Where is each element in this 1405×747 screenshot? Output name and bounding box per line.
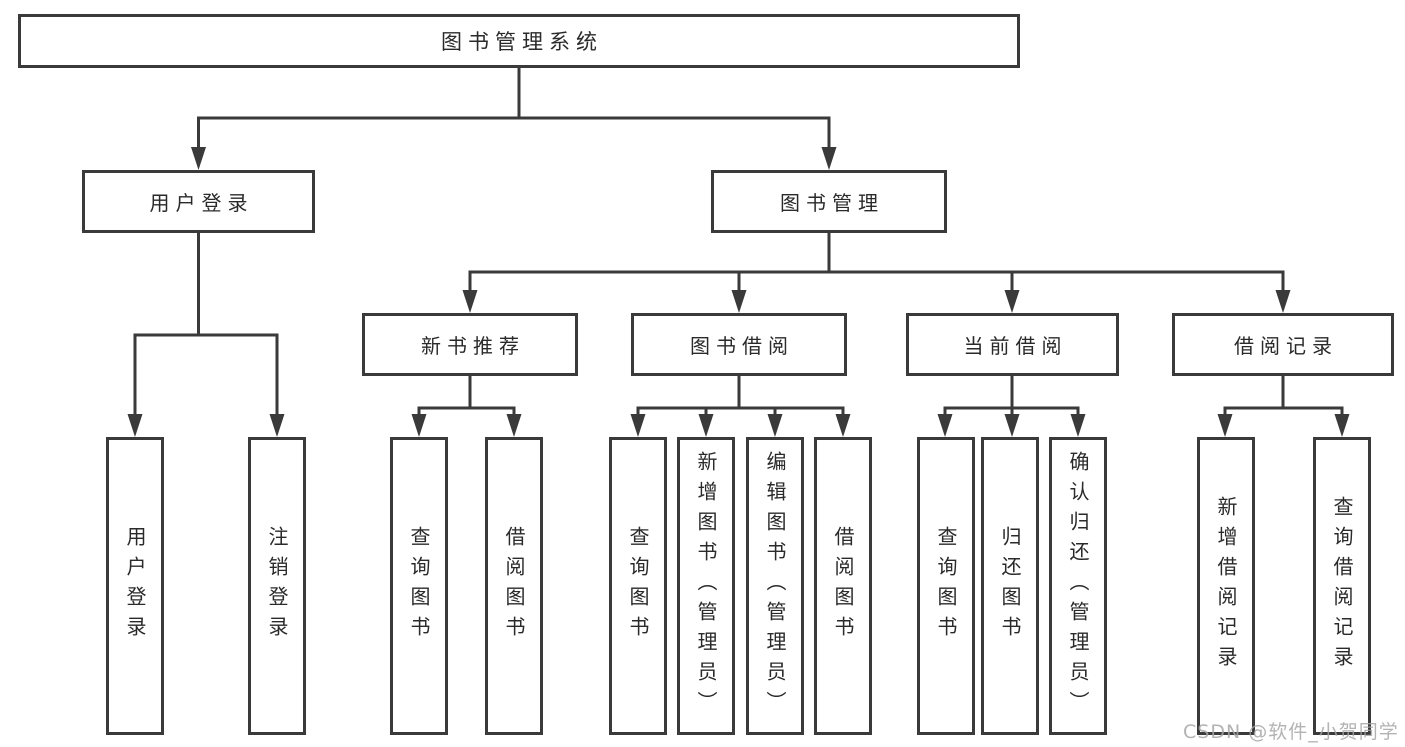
leaf-user-login: 用户登录	[106, 437, 164, 735]
leaf-bb-borrow-books: 借阅图书	[814, 437, 872, 735]
leaf-bb-edit-books-admin-label: 编辑图书（管理员）	[763, 451, 787, 721]
leaf-nbr-query-books: 查询图书	[390, 437, 448, 735]
node-current-borrowing: 当前借阅	[906, 313, 1119, 376]
leaf-nbr-borrow-books-label: 借阅图书	[502, 526, 526, 646]
leaf-logout-label: 注销登录	[265, 526, 289, 646]
leaf-bb-add-books-admin-label: 新增图书（管理员）	[694, 451, 718, 721]
node-current-borrowing-label: 当前借阅	[963, 334, 1068, 358]
node-root-label: 图书管理系统	[441, 30, 603, 54]
leaf-cb-return-books-label: 归还图书	[998, 526, 1022, 646]
node-borrowing-records-label: 借阅记录	[1234, 334, 1338, 358]
node-borrowing-records: 借阅记录	[1172, 313, 1394, 376]
leaf-cb-query-books: 查询图书	[917, 437, 975, 735]
leaf-br-query-record: 查询借阅记录	[1313, 437, 1371, 735]
leaf-cb-confirm-return-admin-label: 确认归还（管理员）	[1066, 451, 1090, 721]
leaf-user-login-label: 用户登录	[123, 526, 147, 646]
leaf-bb-query-books-label: 查询图书	[626, 526, 650, 646]
leaf-logout: 注销登录	[248, 437, 306, 735]
node-book-borrowing: 图书借阅	[631, 313, 847, 376]
node-new-book-recommendation-label: 新书推荐	[421, 334, 525, 358]
leaf-bb-borrow-books-label: 借阅图书	[831, 526, 855, 646]
node-book-management-label: 图书管理	[780, 191, 884, 215]
leaf-cb-confirm-return-admin: 确认归还（管理员）	[1049, 437, 1107, 735]
node-user-login: 用户登录	[82, 170, 315, 233]
node-root: 图书管理系统	[18, 14, 1020, 68]
node-book-borrowing-label: 图书借阅	[690, 334, 794, 358]
leaf-br-add-record: 新增借阅记录	[1197, 437, 1255, 735]
leaf-nbr-query-books-label: 查询图书	[407, 526, 431, 646]
leaf-bb-add-books-admin: 新增图书（管理员）	[677, 437, 735, 735]
leaf-bb-edit-books-admin: 编辑图书（管理员）	[746, 437, 804, 735]
node-user-login-label: 用户登录	[149, 191, 254, 215]
leaf-cb-return-books: 归还图书	[981, 437, 1039, 735]
node-book-management: 图书管理	[711, 170, 947, 233]
leaf-br-add-record-label: 新增借阅记录	[1214, 496, 1238, 676]
leaf-cb-query-books-label: 查询图书	[934, 526, 958, 646]
leaf-br-query-record-label: 查询借阅记录	[1330, 496, 1354, 676]
leaf-nbr-borrow-books: 借阅图书	[485, 437, 543, 735]
csdn-watermark: CSDN @软件_小贺同学	[1183, 721, 1399, 743]
leaf-bb-query-books: 查询图书	[609, 437, 667, 735]
node-new-book-recommendation: 新书推荐	[362, 313, 578, 376]
